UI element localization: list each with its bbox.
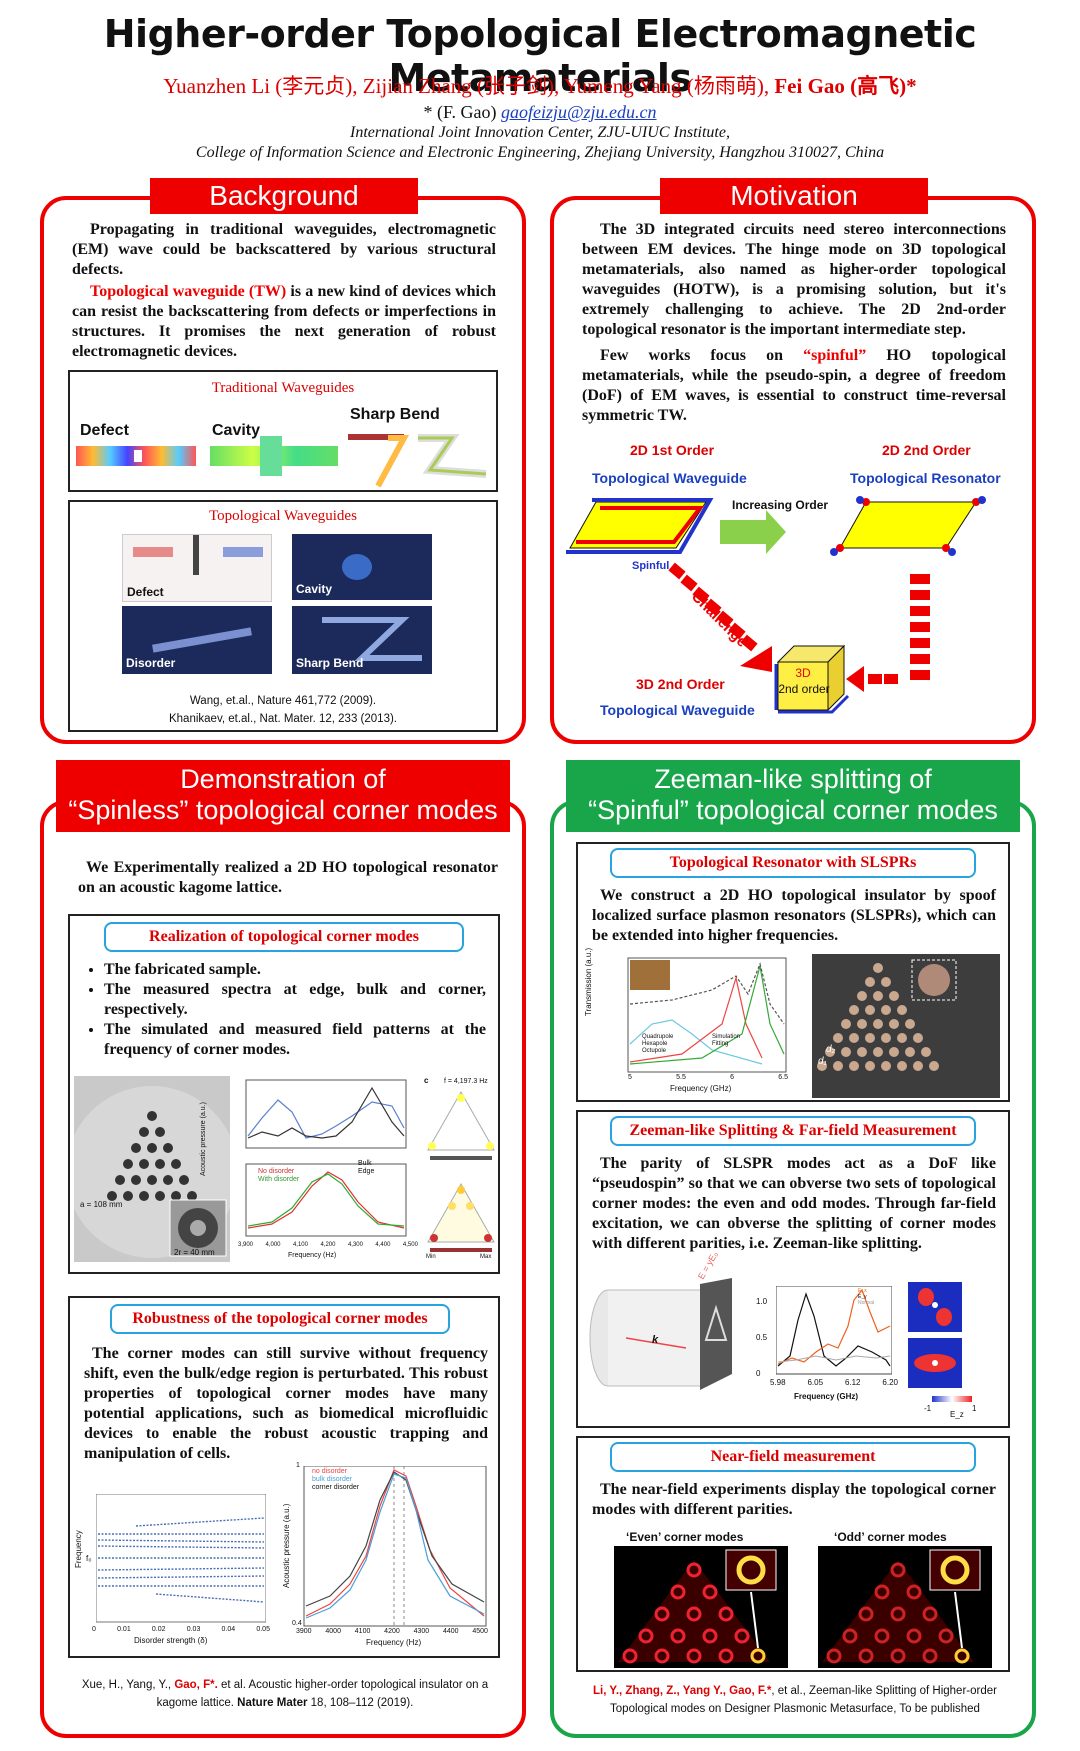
topo-sharp-bend-image: Sharp Bend xyxy=(292,606,432,674)
colorbar-label: E_z xyxy=(950,1410,964,1419)
traditional-waveguides-figure: Traditional Waveguides Defect Cavity Sha… xyxy=(68,370,498,492)
affiliation-line-2: College of Information Science and Elect… xyxy=(195,144,885,161)
poster-title: Higher-order Topological Electromagnetic… xyxy=(103,12,977,100)
realization-box: Realization of topological corner modes … xyxy=(66,914,500,1274)
label-spinful: Spinful xyxy=(632,560,670,572)
zeeman-box: Zeeman-like Splitting & Far-field Measur… xyxy=(576,1110,1010,1428)
cube-label-order: 2nd order xyxy=(778,682,830,696)
near-field-text: The near-field experiments display the t… xyxy=(592,1481,996,1518)
disorder-frequency-plot xyxy=(96,1494,266,1623)
disorder-y-label: Frequency xyxy=(74,1530,83,1568)
even-modes-label: ‘Even’ corner modes xyxy=(626,1530,744,1544)
spinful-citation: Li, Y., Zhang, Z., Yang Y., Gao, F.*, et… xyxy=(593,1685,997,1715)
colorbar-min: -1 xyxy=(924,1404,932,1413)
zeeman-text: The parity of SLSPR modes act as a DoF l… xyxy=(592,1155,996,1252)
field-colorbar xyxy=(932,1396,972,1402)
odd-near-field-map xyxy=(818,1546,992,1668)
pressure-x-label: Frequency (Hz) xyxy=(366,1638,422,1647)
robustness-box: Robustness of the topological corner mod… xyxy=(68,1296,500,1658)
motivation-heading: Motivation xyxy=(660,178,928,214)
label-increasing-order: Increasing Order xyxy=(732,498,829,512)
far-field-x-label: Frequency (GHz) xyxy=(794,1392,859,1401)
disorder-x-label: Disorder strength (δ) xyxy=(134,1636,208,1645)
fabricated-sample-photo: a = 108 mm 2r = 40 mm xyxy=(66,1076,238,1262)
pressure-y-label: Acoustic pressure (a.u.) xyxy=(282,1503,291,1588)
label-3d-topological-waveguide: Topological Waveguide xyxy=(600,702,755,718)
spinful-heading: Zeeman-like splitting of“Spinful” topolo… xyxy=(566,760,1020,832)
pressure-y-max: 1 xyxy=(296,1462,300,1469)
label-topological-waveguide: Topological Waveguide xyxy=(592,470,747,486)
even-near-field-map xyxy=(614,1546,788,1668)
even-mode-field-map xyxy=(908,1338,962,1388)
author-list: Yuanzhen Li (李元贞), Zijian Zhang (张子剑), Y… xyxy=(163,74,917,98)
far-field-spectrum-plot xyxy=(776,1286,892,1375)
slspr-subheading: Topological Resonator with SLSPRs xyxy=(610,848,976,878)
topo-disorder-image: Disorder xyxy=(122,606,272,674)
odd-mode-field-map xyxy=(908,1282,962,1332)
odd-modes-label: ‘Odd’ corner modes xyxy=(834,1530,947,1544)
field-patterns: c f = 4,197.3 Hz Min Max xyxy=(424,1076,498,1262)
email-link[interactable]: gaofeizju@zju.edu.cn xyxy=(501,102,657,122)
spectra-plots xyxy=(245,1079,407,1237)
topo-defect-image: Defect xyxy=(122,534,272,602)
background-heading: Background xyxy=(150,178,418,214)
label-topological-resonator: Topological Resonator xyxy=(850,470,1001,486)
motivation-diagram: 2D 1st Order Topological Waveguide 2D 2n… xyxy=(566,440,1026,740)
label-2d-first-order: 2D 1st Order xyxy=(630,442,715,458)
cavity-waveguide-image xyxy=(210,436,338,476)
spectra-y-label: Acoustic pressure (a.u.) xyxy=(200,1102,207,1176)
background-citation: Wang, et.al., Nature 461,772 (2009).Khan… xyxy=(168,695,397,725)
near-field-box: Near-field measurement The near-field ex… xyxy=(576,1436,1010,1672)
slspr-box: Topological Resonator with SLSPRs We con… xyxy=(576,842,1010,1102)
transmission-y-label: Transmission (a.u.) xyxy=(584,947,593,1016)
affiliation-line-1: International Joint Innovation Center, Z… xyxy=(350,124,730,141)
sharp-bend-image xyxy=(348,434,487,488)
wave-vector-label: k xyxy=(652,1334,659,1346)
transmission-x-label: Frequency (GHz) xyxy=(670,1084,732,1093)
topo-cavity-image: Cavity xyxy=(292,534,432,600)
colorbar-max: 1 xyxy=(972,1404,977,1413)
spinless-heading: Demonstration of“Spinless” topological c… xyxy=(56,760,510,832)
pressure-y-min: 0.4 xyxy=(292,1620,302,1627)
topological-waveguides-figure: Topological Waveguides Defect Cavity Dis… xyxy=(68,500,498,732)
robustness-text: The corner modes can still survive witho… xyxy=(84,1345,488,1462)
disorder-f0-label: f₀ xyxy=(86,1554,92,1563)
background-text: Propagating in traditional waveguides, e… xyxy=(72,221,497,360)
realization-bullets: The fabricated sample. The measured spec… xyxy=(86,960,486,1060)
cube-label-3d: 3D xyxy=(795,666,811,680)
far-field-setup xyxy=(589,1278,732,1390)
field-polarization-label: E = yE₀ xyxy=(696,1249,720,1281)
spinless-citation: Xue, H., Yang, Y., Gao, F*. et al. Acous… xyxy=(81,1679,489,1709)
slspr-lattice-image: d₂ d₁ xyxy=(812,954,1000,1098)
spinless-intro: We Experimentally realized a 2D HO topol… xyxy=(78,859,498,896)
disorder-pressure-plot xyxy=(303,1466,487,1627)
defect-waveguide-image xyxy=(76,446,196,466)
slspr-text: We construct a 2D HO topological insulat… xyxy=(592,887,996,944)
spectra-x-label: Frequency (Hz) xyxy=(288,1252,337,1259)
transmission-plot xyxy=(627,957,787,1073)
realization-subheading: Realization of topological corner modes xyxy=(104,922,464,952)
label-3d-second-order: 3D 2nd Order xyxy=(636,676,725,692)
robustness-subheading: Robustness of the topological corner mod… xyxy=(110,1304,450,1334)
label-2d-second-order: 2D 2nd Order xyxy=(882,442,971,458)
zeeman-subheading: Zeeman-like Splitting & Far-field Measur… xyxy=(610,1116,976,1146)
near-field-subheading: Near-field measurement xyxy=(610,1442,976,1472)
motivation-text: The 3D integrated circuits need stereo i… xyxy=(582,221,1006,424)
corresponding-author: * (F. Gao) gaofeizju@zju.edu.cn xyxy=(423,102,657,122)
